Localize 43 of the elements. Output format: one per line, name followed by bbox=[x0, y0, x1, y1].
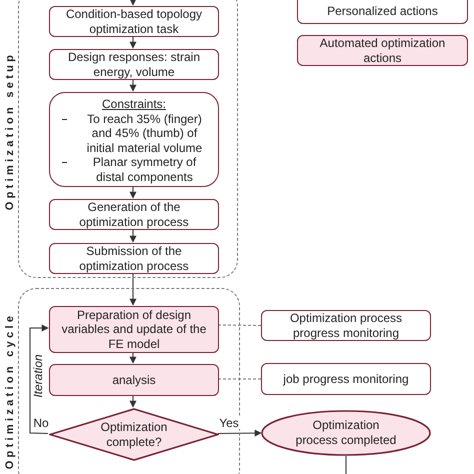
arrow bbox=[130, 0, 136, 6]
process-box bbox=[49, 6, 219, 37]
dashed-connector bbox=[218, 378, 262, 380]
arrow bbox=[218, 430, 262, 437]
edge-label: No bbox=[32, 417, 50, 429]
node-text: Design responses: strain energy, volume bbox=[66, 50, 202, 79]
arrow bbox=[130, 186, 136, 199]
node-heading: Constraints: bbox=[102, 97, 166, 112]
process-box bbox=[49, 49, 219, 80]
arrow bbox=[130, 352, 136, 364]
arrow bbox=[130, 78, 136, 92]
arrow bbox=[130, 228, 136, 243]
process-box bbox=[49, 306, 219, 353]
decision-diamond bbox=[49, 408, 219, 461]
process-box bbox=[261, 310, 431, 341]
group-label: Optimization setup bbox=[2, 52, 17, 210]
node-text: Optimization process completed bbox=[294, 418, 398, 448]
process-box bbox=[49, 199, 219, 230]
edge-label: Yes bbox=[218, 417, 240, 429]
node-text: analysis bbox=[112, 372, 156, 388]
node-text: job progress monitoring bbox=[283, 372, 409, 386]
arrow bbox=[130, 394, 136, 408]
arrow bbox=[130, 36, 136, 49]
terminal-ellipse bbox=[261, 410, 431, 456]
group-label: Optimization cycle bbox=[2, 312, 17, 470]
loop-label: Iteration bbox=[32, 354, 44, 398]
node-text: Condition-based topology optimization task bbox=[64, 7, 204, 36]
dashed-connector bbox=[218, 324, 262, 326]
process-box bbox=[49, 364, 219, 396]
process-box bbox=[49, 243, 219, 274]
arrow bbox=[130, 272, 136, 306]
node-text: Optimization complete? bbox=[100, 420, 168, 450]
process-box bbox=[49, 92, 219, 187]
process-box bbox=[261, 363, 431, 395]
legend-text: Personalized actions bbox=[327, 2, 438, 18]
node-text: Planar symmetry of distal components bbox=[92, 155, 198, 184]
node-text: Preparation of design variables and update of the FE model bbox=[60, 308, 208, 352]
arrow bbox=[30, 324, 49, 434]
node-text: To reach 35% (finger) and 45% (thumb) of initial material volume bbox=[86, 112, 204, 155]
node-text: Submission of the optimization process bbox=[78, 244, 190, 273]
node-text: Optimization process progress monitoring bbox=[288, 311, 404, 340]
legend-text: Automated optimization actions bbox=[318, 36, 446, 65]
node-text: Generation of the optimization process bbox=[78, 200, 190, 229]
